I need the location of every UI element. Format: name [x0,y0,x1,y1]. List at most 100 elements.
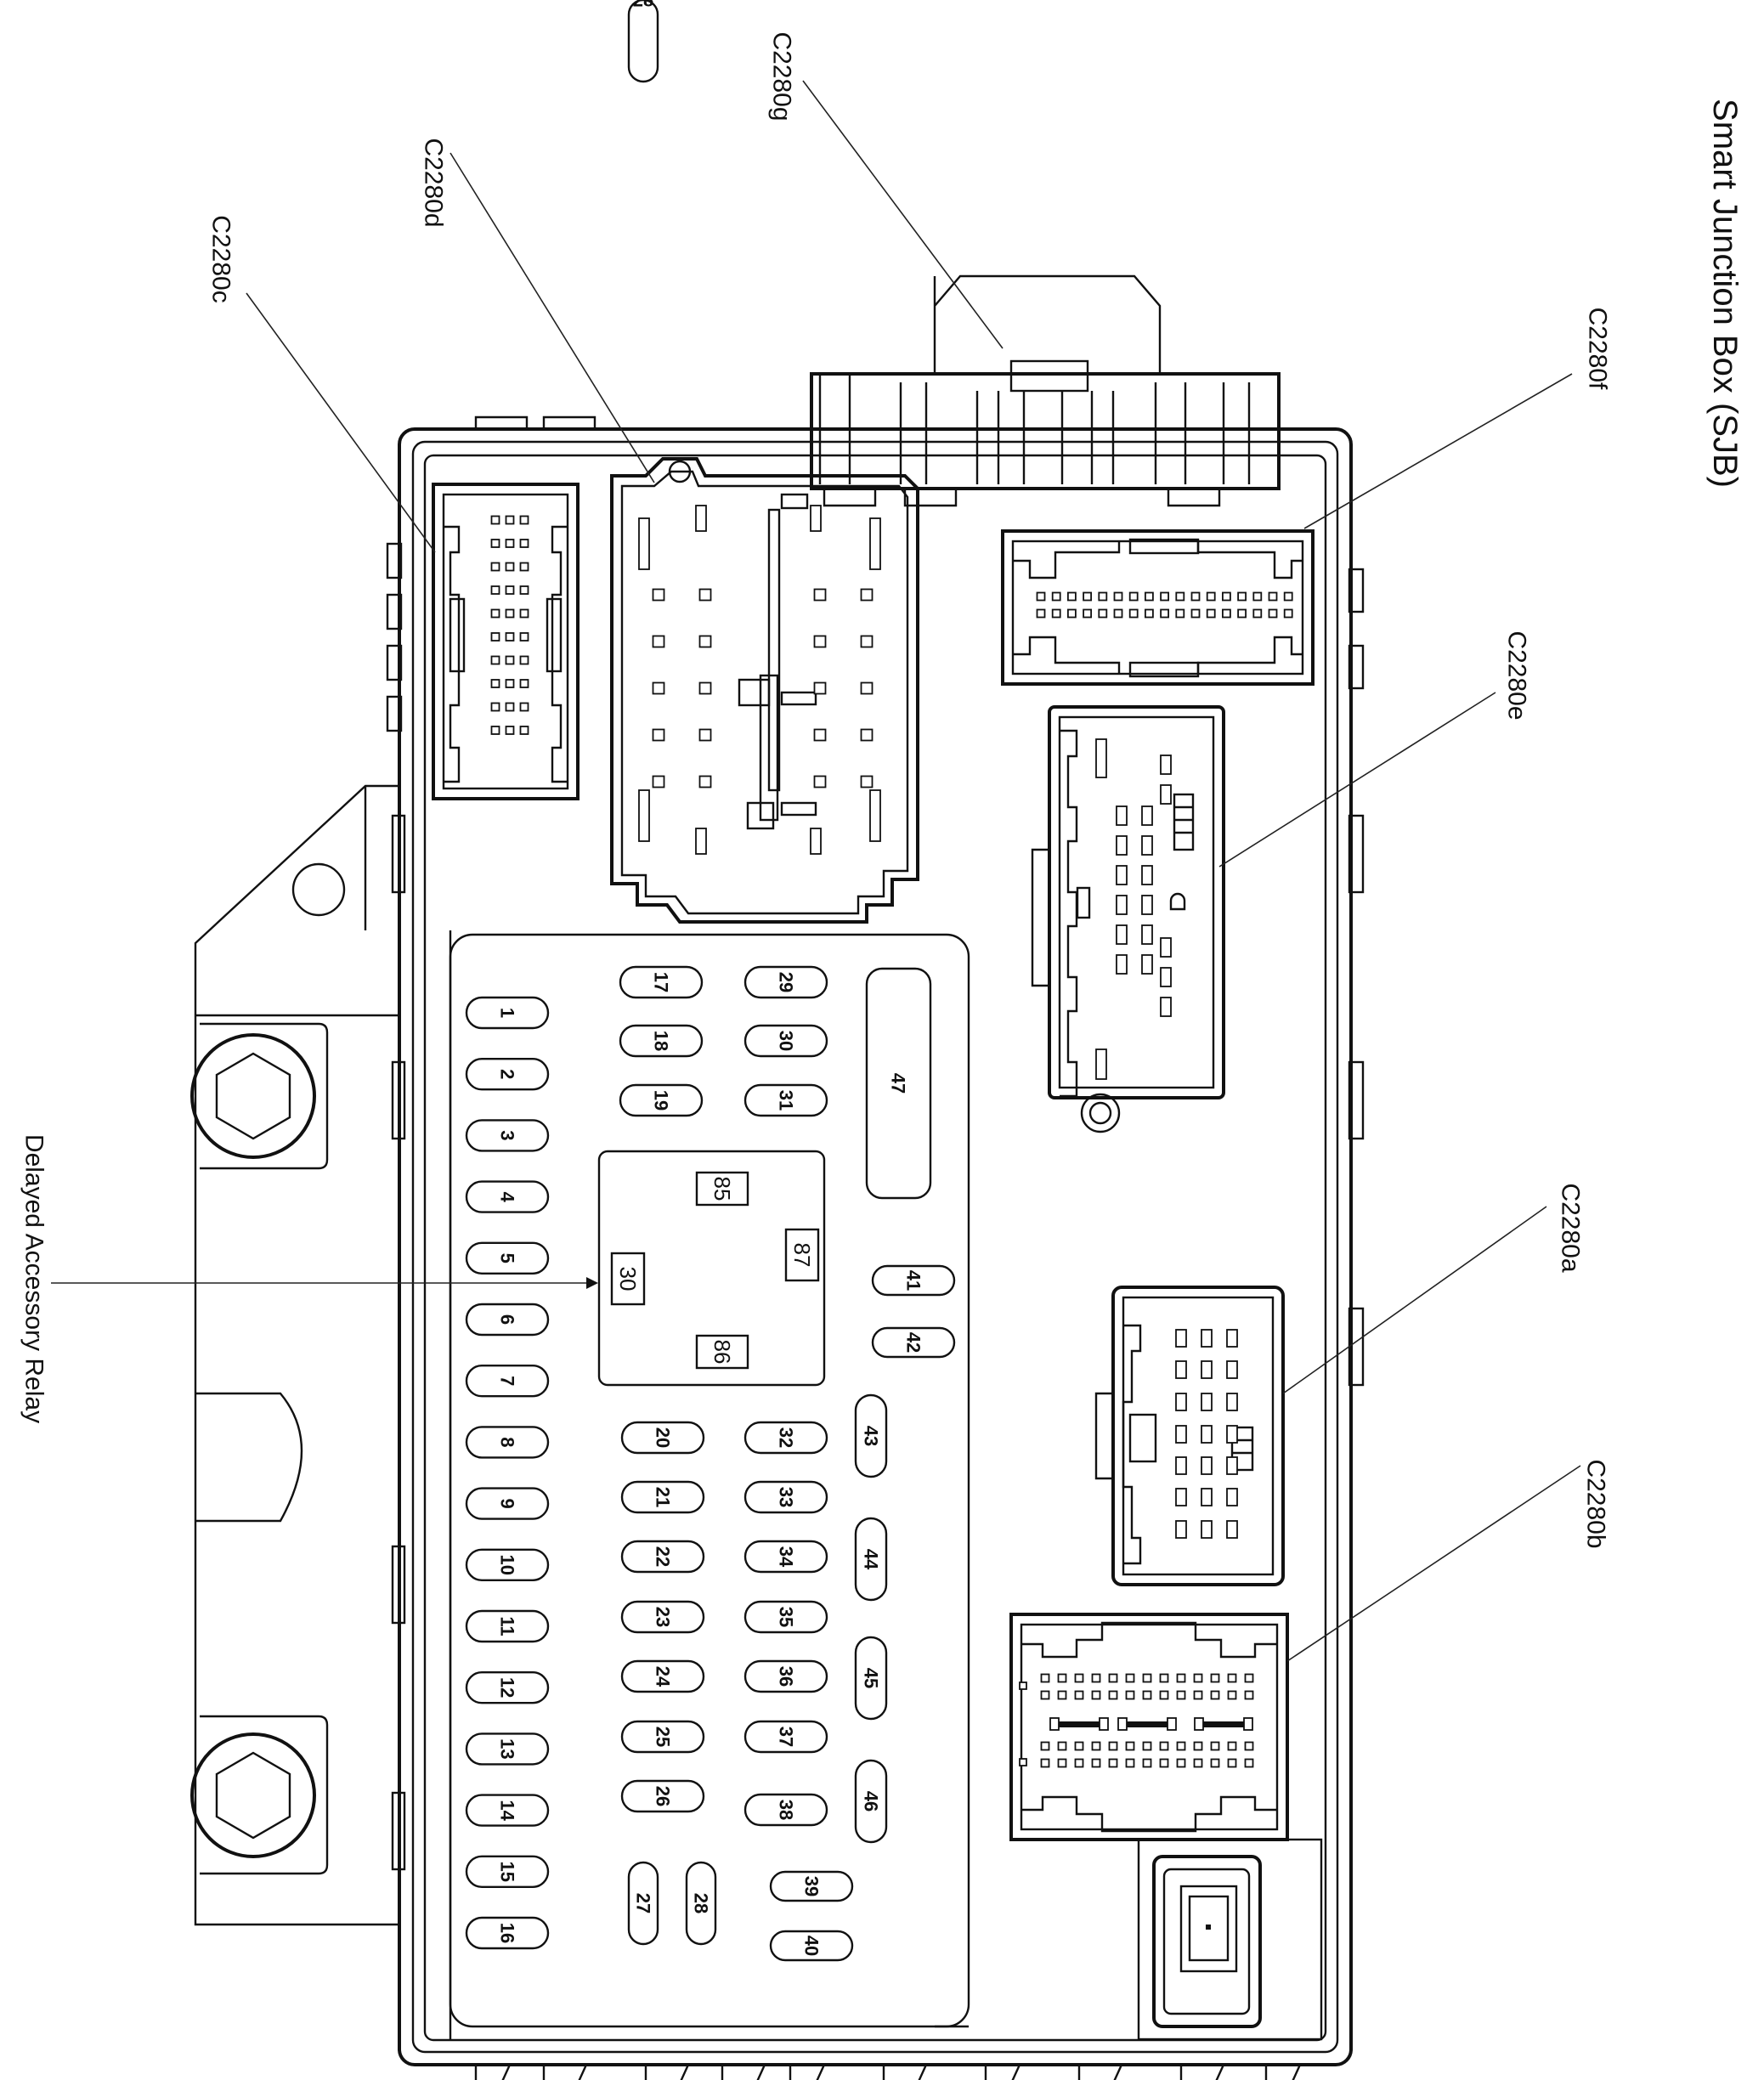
fuse: 17 [619,965,704,999]
fuse-label: 35 [776,1607,797,1627]
small-square-connector [1137,1838,1323,2041]
fuse-label: 1 [497,1008,518,1018]
fuse: 23 [620,1600,705,1634]
fuse-label: 38 [776,1800,797,1820]
fuse: 44 [854,1517,888,1602]
fuse-47: 47 [865,967,932,1200]
fuse-label: 13 [497,1738,518,1759]
fuse: 6 [465,1303,550,1337]
fuse-label: 46 [861,1791,882,1812]
relay-pin-30: 30 [615,1267,641,1292]
fuse-label: 30 [776,1031,797,1051]
fuse-label: 11 [497,1616,518,1636]
bolt-top-icon [190,1033,316,1159]
fuse-label: 27 [633,1893,654,1913]
fuse-label: 32 [776,1427,797,1448]
fuse-label: 44 [861,1549,882,1570]
fuse: 37 [743,1720,828,1754]
fuse-array: 1234567891011121314151617181929303120212… [465,0,956,1962]
fuse: 33 [743,1480,828,1514]
bolt-bottom-icon [190,1732,316,1858]
fuse: 32 [743,1421,828,1455]
fuse-label: 45 [861,1668,882,1688]
fuse-label: 12 [497,1677,518,1698]
fuse-label: 18 [651,1031,672,1051]
fuse: 15 [465,1855,550,1889]
fuse-label: 37 [776,1727,797,1747]
fuse: 24 [620,1659,705,1693]
connector-c2280g [810,274,1281,507]
fuse-label: 22 [653,1546,674,1567]
fuse: 25 [620,1720,705,1754]
connector-c2280c [432,483,580,800]
fuse: 4 [465,1180,550,1213]
fuse: 38 [743,1793,828,1827]
fuse: 27 [627,1861,659,1946]
label-c2280b: C2280b [1582,1459,1610,1548]
fuse-label: 6 [497,1314,518,1325]
fuse: 19 [619,1083,704,1117]
fuse: 18 [619,1024,704,1058]
fuse-label: 31 [776,1090,797,1111]
fuse-label: 26 [653,1786,674,1806]
fuse: 43 [854,1393,888,1478]
fuse-label: 8 [497,1437,518,1447]
fuse: 9 [465,1487,550,1520]
mounting-bracket [194,784,399,1926]
fuse-label: 43 [861,1426,882,1446]
fuse-47-label: 47 [888,1073,909,1094]
fuse-label: 41 [903,1270,924,1291]
fuse-label: 34 [776,1546,797,1568]
fuse-label: 36 [776,1666,797,1687]
fuse-label: 21 [653,1487,674,1507]
fuse-label: 42 [903,1332,924,1353]
fuse: 13 [465,1732,550,1766]
relay-pin-87: 87 [789,1243,815,1268]
bottom-clips [474,2064,1302,2080]
title: Smart Junction Box (SJB) [1706,99,1744,488]
fuse-label: 28 [633,0,653,11]
fuse-label: 40 [801,1936,823,1956]
label-c2280a: C2280a [1557,1183,1585,1272]
fuse-label: 3 [497,1130,518,1140]
fuse-label: 24 [653,1666,674,1687]
fuse: 41 [871,1264,956,1297]
fuse-label: 29 [776,972,797,992]
label-c2280e: C2280e [1503,630,1531,720]
fuse: 46 [854,1759,888,1844]
housing [386,415,1365,2080]
connector-c2280f [1001,529,1315,686]
label-delayed-accessory-relay: Delayed Accessory Relay [20,1134,48,1423]
fuse-panel [449,930,970,2039]
label-c2280c: C2280c [207,215,235,302]
fuse-label: 39 [801,1876,823,1896]
fuse: 40 [769,1930,854,1962]
fuse: 26 [620,1779,705,1813]
fuse-label: 4 [497,1191,518,1202]
connector-c2280b [1009,1613,1289,1841]
fuse: 8 [465,1426,550,1459]
fuse-label: 33 [776,1487,797,1507]
fuse-label: 9 [497,1498,518,1508]
fuse-label: 2 [497,1069,518,1079]
fuse-label: 23 [653,1607,674,1627]
fuse: 45 [854,1636,888,1721]
label-c2280g: C2280g [768,31,796,121]
fuse-label: 20 [653,1427,674,1448]
fuse-label: 16 [497,1923,518,1943]
fuse: 7 [465,1364,550,1398]
fuse-label: 15 [497,1862,518,1882]
relay-pin-86: 86 [710,1340,735,1365]
fuse-label: 7 [497,1376,518,1386]
fuse-label: 28 [691,1893,712,1913]
fuse: 3 [465,1119,550,1152]
fuse: 30 [743,1024,828,1058]
fuse: 21 [620,1480,705,1514]
fuse: 29 [743,965,828,999]
connector-c2280e [1031,705,1225,1133]
fuse: 2 [465,1057,550,1091]
fuse: 1 [465,996,550,1030]
fuse: 36 [743,1659,828,1693]
relay-pin-85: 85 [710,1177,735,1201]
